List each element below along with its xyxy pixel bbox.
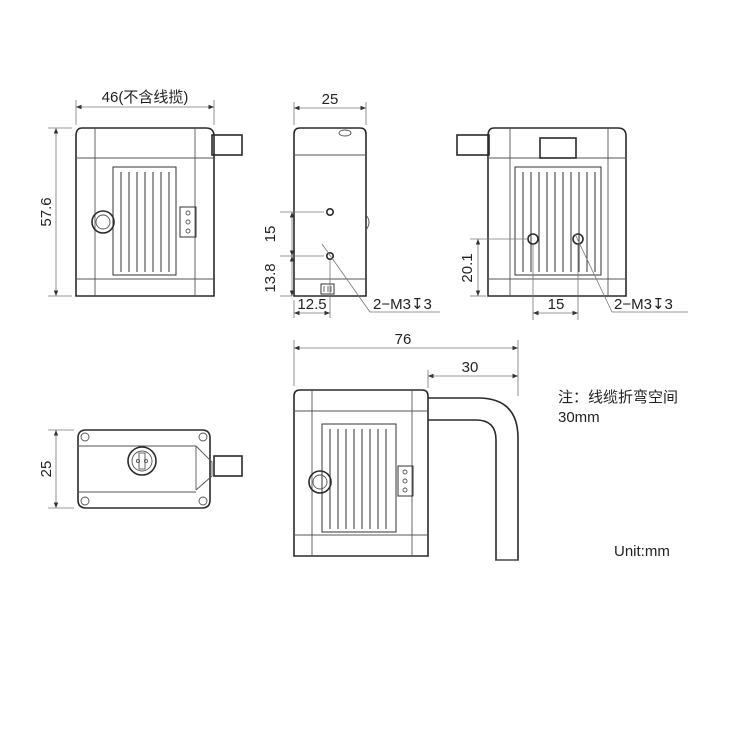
back-fins [522,172,596,272]
bottom-screw-tr [198,432,208,442]
front-body [75,127,215,297]
bend-led-panel [397,465,414,497]
note-bend-value: 30mm [558,409,600,426]
front-cable [211,134,243,156]
dim-front-height: 57.6 [38,197,55,226]
dim-back-hole-height: 20.1 [459,253,476,282]
cable-bend-view: 76 30 [293,331,519,561]
note-bend-space: 注：线缆折弯空间 [558,389,678,406]
bottom-screw-br [198,496,208,506]
side-view: 15 13.8 12.5 2−M3↧3 25 [262,91,440,318]
front-heatsink [112,166,177,276]
bent-cable [428,397,519,561]
dim-side-spacing: 15 [262,226,279,243]
back-cable [456,134,490,156]
side-body [293,127,367,297]
bottom-screw-tl [80,432,90,442]
front-led-panel [179,206,197,238]
bottom-screw-bl [80,496,90,506]
side-thread-callout: 2−M3↧3 [373,296,432,313]
bend-lens-knob [308,470,332,494]
back-view: 20.1 15 2−M3↧3 [456,127,688,320]
front-fins [120,172,170,272]
back-body [487,127,627,297]
dim-back-hole-spacing: 15 [548,296,565,313]
dim-total-length: 76 [395,331,412,348]
side-connector [320,283,335,295]
front-lens-knob [91,210,115,234]
bottom-view: 25 [38,429,243,509]
dim-cable-length: 30 [462,359,479,376]
front-view: 46(不含线揽) 57.6 [38,89,243,297]
bend-body [293,389,429,557]
side-hole-upper [325,208,334,217]
back-hole-left [527,233,539,245]
bottom-connector [127,446,157,476]
dim-front-width: 46(不含线揽) [102,89,189,106]
bend-fins [329,429,387,529]
dim-side-hole-offset: 12.5 [297,296,326,313]
dim-side-width: 25 [322,91,339,108]
back-label-window [539,137,577,159]
dim-side-hole-height: 13.8 [262,263,279,292]
dim-bottom-height: 25 [38,461,55,478]
bottom-cable [213,455,243,477]
side-hole-lower [325,252,334,261]
back-thread-callout: 2−M3↧3 [614,296,673,313]
unit-label: Unit:mm [614,543,670,560]
bottom-body [77,429,211,509]
bend-heatsink [321,423,397,533]
back-hole-right [572,233,584,245]
back-heatsink [514,166,602,276]
